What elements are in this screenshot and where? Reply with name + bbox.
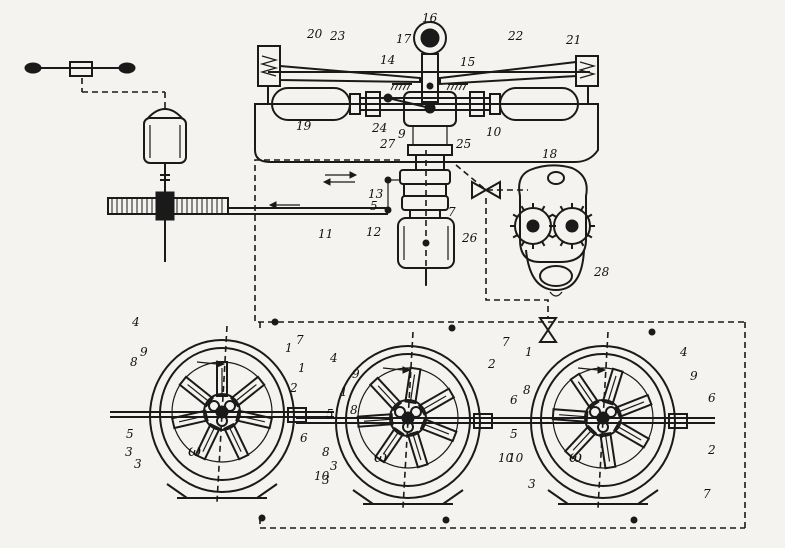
part-label: 15 [460,55,475,69]
valve-upper [471,180,501,200]
pump-part-label: 10 [314,469,330,483]
pump-part-label: 8 [322,445,330,459]
part-label: 22 [507,29,523,43]
part-label: 27 [379,137,396,151]
pump-part-label: 8 [523,383,531,397]
radial-pump: ω [296,331,520,509]
part-label: 5 [370,199,378,213]
pump-part-label: 9 [140,345,148,359]
part-label: 17 [396,32,412,46]
pump-part-label: 1 [525,345,533,359]
pump-part-label: 2 [487,357,496,371]
pump-part-label: 4 [679,345,688,359]
pump-part-label: 5 [326,407,334,421]
part-label: 20 [306,27,323,41]
pump-part-label: 9 [352,367,360,381]
part-label: 10 [486,125,502,139]
pump-part-label: 3 [528,477,536,491]
pump-part-label: 1 [298,361,306,375]
pump-part-label: 4 [131,315,140,329]
omega-label: ω [188,441,201,460]
pump-part-label: 6 [708,391,716,405]
rack-and-gear [107,191,388,262]
pump-part-label: 3 [322,473,330,487]
part-label: 26 [461,231,478,245]
pump-part-label: 6 [300,431,308,445]
pump-part-label: 5 [126,427,134,441]
pump-part-label: 2 [289,381,298,395]
part-label: 16 [422,11,438,25]
radial-pump: ω [491,331,715,509]
motor-left [143,108,187,195]
part-label: 18 [542,147,558,161]
control-mechanism [254,21,599,163]
radial-pump: ω [110,325,334,503]
pump-part-label: 10 [498,451,514,465]
pump-part-label: 3 [125,445,133,459]
pump-part-label: 3 [330,459,338,473]
part-labels: 16 17 20 23 22 21 14 15 24 279 25 10 19 18 135 12 11 7 26 2… [296,11,610,279]
pump-part-label: 8 [350,403,358,417]
pump-part-label: 1 [340,385,348,399]
omega-label: ω [374,447,387,466]
part-label: 11 [318,227,333,241]
part-label: 24 [371,121,387,135]
pump-part-label: 8 [130,355,138,369]
pump-part-label: 1 [285,341,293,355]
pump-part-label: 2 [707,443,716,457]
part-label: 28 [593,265,610,279]
gear-pump [510,164,595,297]
pump-part-label: 7 [296,333,304,347]
part-label: 7 [448,205,456,219]
pump-part-label: 7 [502,335,510,349]
handwheel-assembly [24,61,166,108]
pump-part-label: 6 [510,393,518,407]
pump-part-label: 9 [690,369,698,383]
pump-part-label: 5 [510,427,518,441]
omega-label: ω [569,447,582,466]
hydraulic-lines [254,159,746,529]
part-label: 9 [398,127,406,141]
part-label: 13 [368,187,384,201]
pump-part-label: 3 [134,457,142,471]
pump-part-label: 7 [703,487,711,501]
pump-part-label: 4 [329,351,338,365]
part-label: 25 [455,137,471,151]
part-label: 14 [380,53,395,67]
center-pump-stack [268,150,455,290]
part-label: 12 [366,225,381,239]
part-label: 21 [565,33,581,47]
part-label: 19 [296,119,312,133]
part-label: 23 [329,29,346,43]
pump-part-label: 10 [508,451,524,465]
